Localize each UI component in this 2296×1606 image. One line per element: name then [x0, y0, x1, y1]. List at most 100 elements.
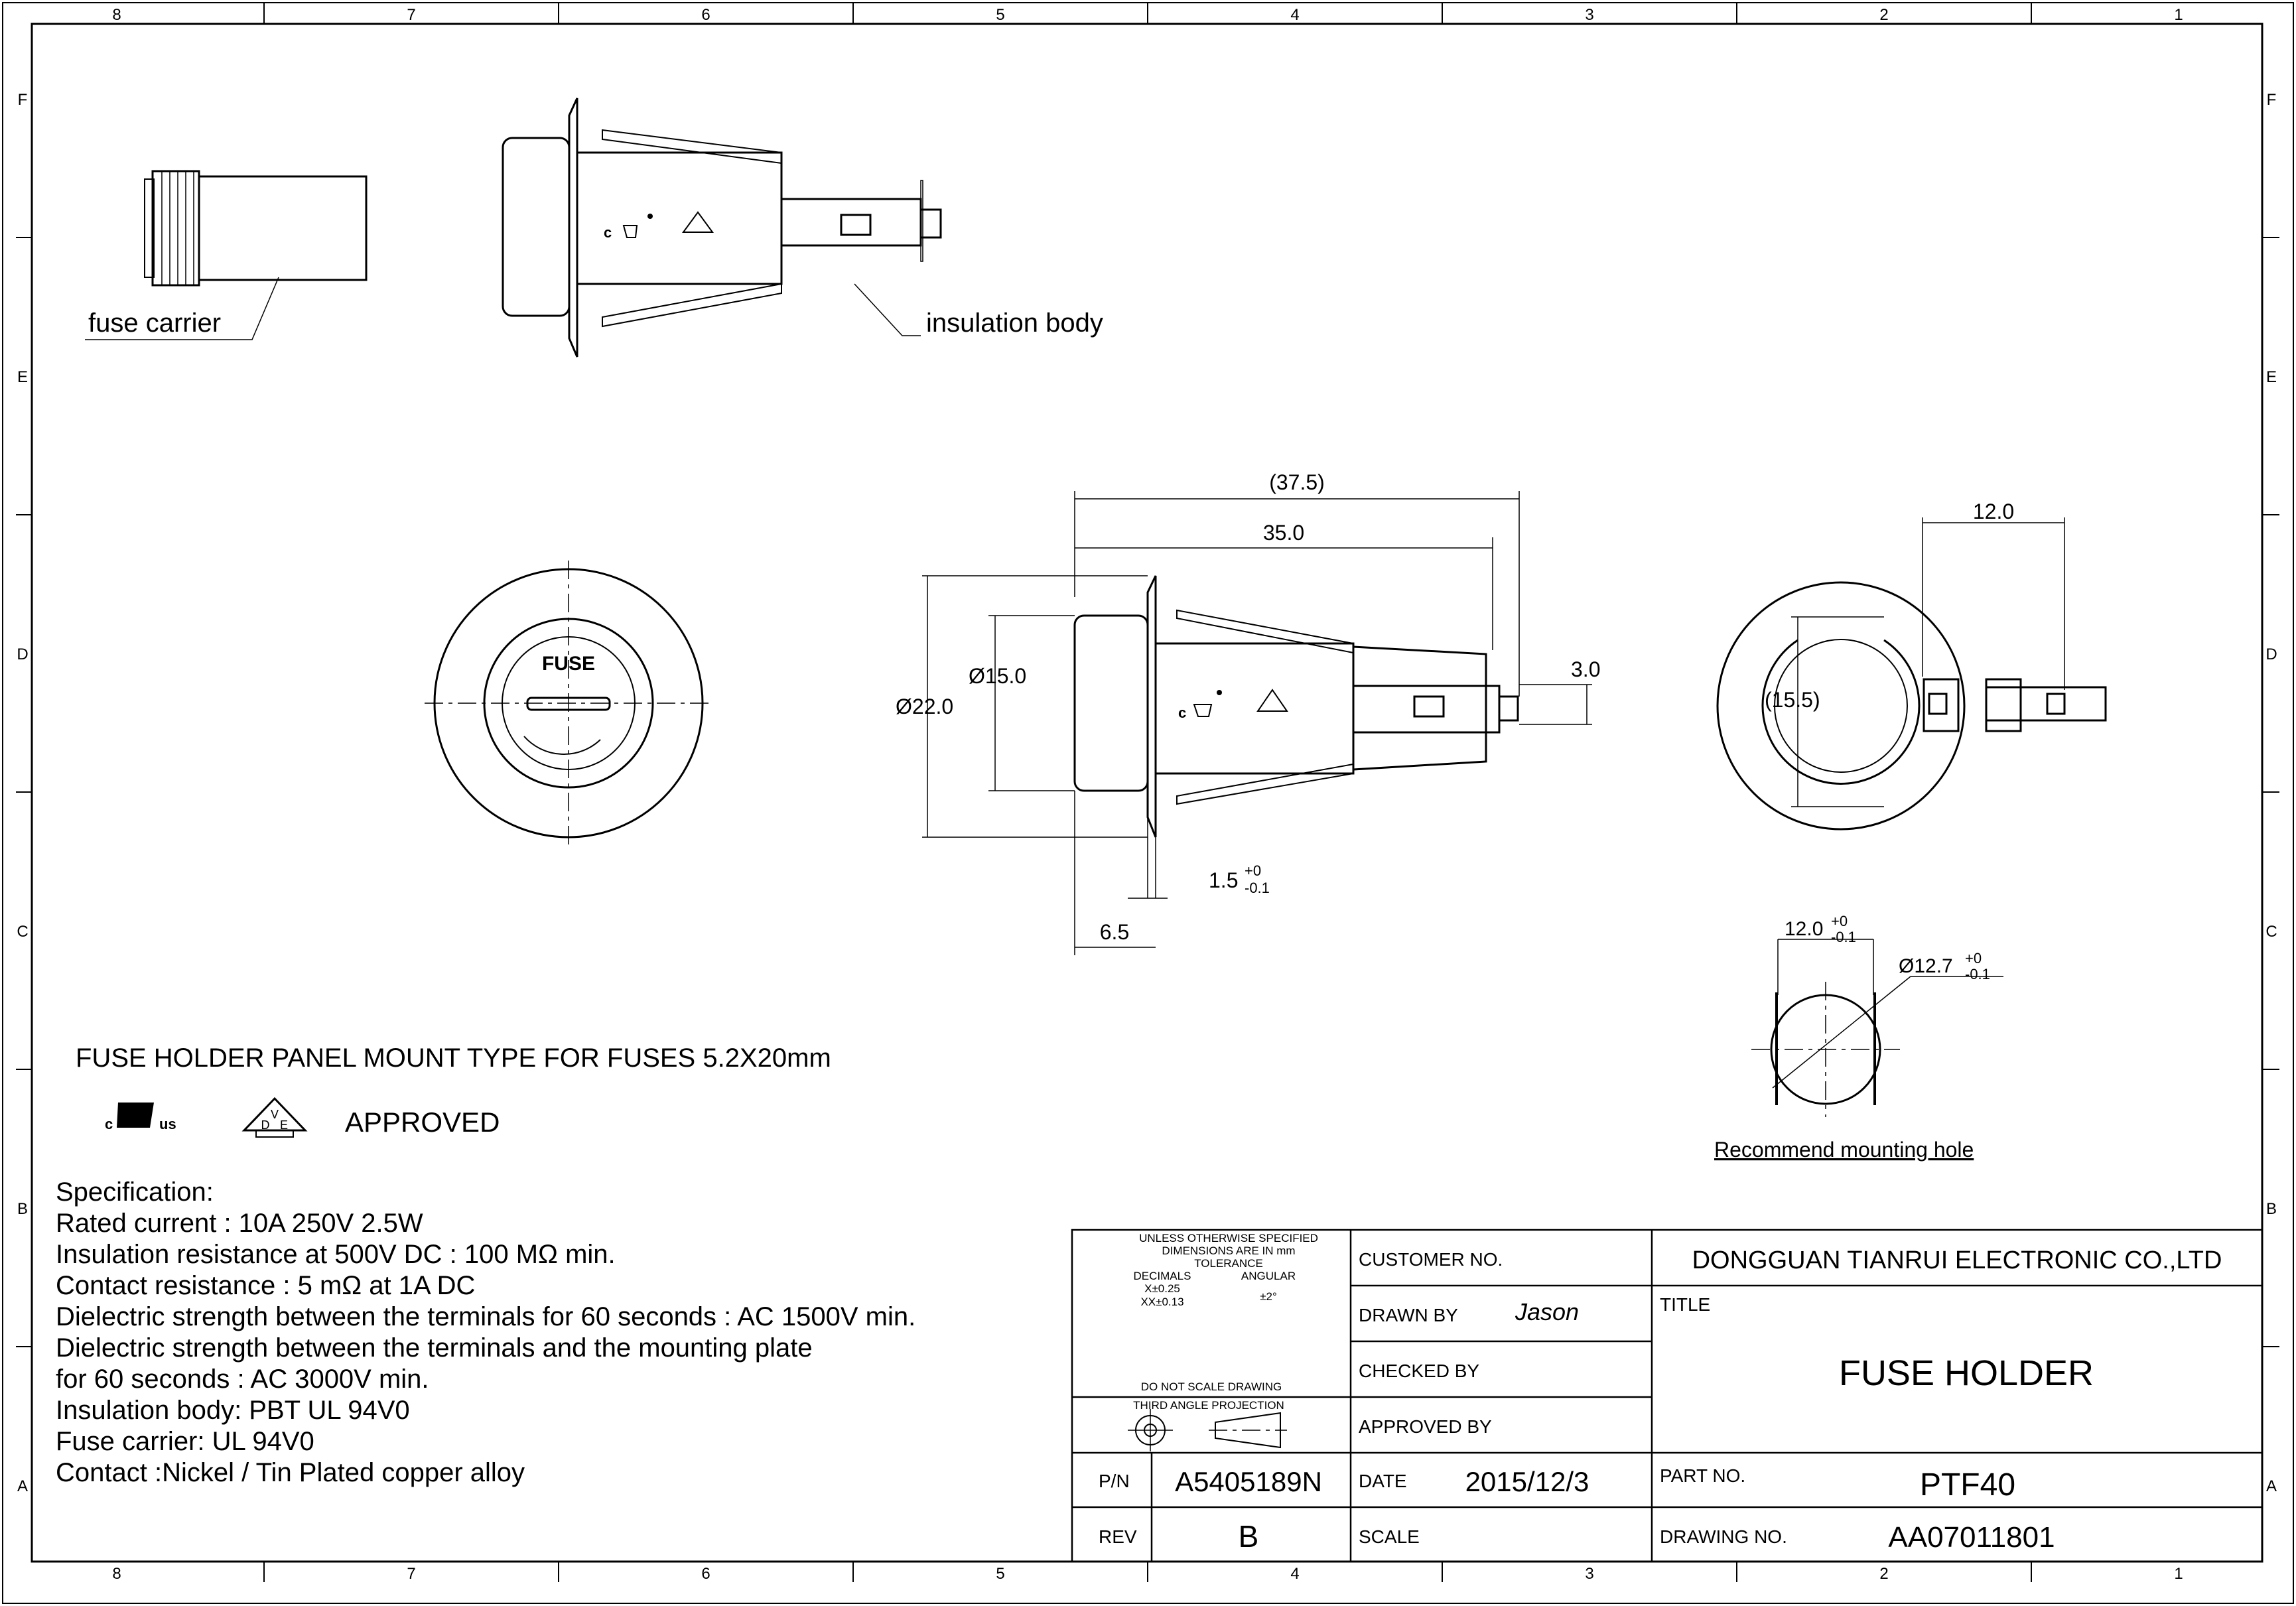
- col-label-4: 4: [1290, 6, 1299, 24]
- dim-overall-length: (37.5): [1269, 470, 1325, 494]
- ul-logo: c us: [105, 1103, 176, 1132]
- description-block: FUSE HOLDER PANEL MOUNT TYPE FOR FUSES 5…: [76, 1043, 831, 1138]
- col-label-8: 8: [112, 6, 121, 24]
- rev-value: B: [1239, 1519, 1259, 1554]
- dim-hole-flat-tol-upper: +0: [1831, 913, 1848, 929]
- row-label-e-right: E: [2266, 368, 2277, 386]
- spec-line-9: Contact :Nickel / Tin Plated copper allo…: [56, 1458, 525, 1487]
- col-label-1: 1: [2174, 6, 2183, 24]
- spec-line-6: for 60 seconds : AC 3000V min.: [56, 1365, 429, 1394]
- row-label-f-right: F: [2267, 91, 2277, 109]
- spec-line-1: Rated current : 10A 250V 2.5W: [56, 1209, 423, 1238]
- row-label-a-right: A: [2266, 1477, 2277, 1495]
- vde-letter-v: V: [271, 1108, 279, 1121]
- row-label-a: A: [17, 1477, 28, 1495]
- drawing-no-value: AA07011801: [1888, 1521, 2055, 1554]
- customer-no-label: CUSTOMER NO.: [1359, 1249, 1503, 1270]
- dim-body-length: 35.0: [1263, 521, 1304, 545]
- ul-logo-us: us: [159, 1116, 176, 1132]
- title-block: UNLESS OTHERWISE SPECIFIED DIMENSIONS AR…: [1071, 1229, 2263, 1563]
- dim-hole-flat-tol-lower: -0.1: [1831, 929, 1856, 945]
- col-label-1-bottom: 1: [2174, 1565, 2183, 1583]
- approved-by-label: APPROVED BY: [1359, 1416, 1492, 1437]
- tol-line-1: UNLESS OTHERWISE SPECIFIED: [1139, 1232, 1318, 1244]
- tol-angular-label: ANGULAR: [1241, 1270, 1296, 1282]
- front-cap-label: FUSE: [542, 653, 595, 675]
- row-label-e: E: [17, 368, 28, 386]
- part-no-label: PART NO.: [1660, 1465, 1745, 1486]
- row-label-d: D: [17, 645, 28, 663]
- ul-logo-c: c: [105, 1116, 113, 1132]
- tol-x: X±0.25: [1144, 1282, 1180, 1295]
- col-label-8-bottom: 8: [112, 1565, 121, 1583]
- dim-rear-height: (15.5): [1765, 688, 1820, 712]
- date-value: 2015/12/3: [1465, 1466, 1589, 1497]
- mounting-hole-view: 12.0 +0 -0.1 Ø12.7 +0 -0.1 Recommend mou…: [1714, 913, 2003, 1162]
- dim-hole-flat: 12.0: [1785, 918, 1823, 940]
- spec-line-4: Dielectric strength between the terminal…: [56, 1302, 915, 1331]
- front-view: FUSE: [425, 561, 712, 846]
- hole-caption: Recommend mounting hole: [1714, 1138, 1974, 1162]
- projection-label: THIRD ANGLE PROJECTION: [1133, 1399, 1284, 1412]
- col-label-3: 3: [1585, 6, 1593, 24]
- rev-label: REV: [1099, 1526, 1137, 1547]
- ul-mark-side-top: c: [604, 224, 612, 241]
- tol-decimals-label: DECIMALS: [1134, 1270, 1191, 1282]
- scale-label: SCALE: [1359, 1526, 1420, 1547]
- row-label-c: C: [17, 923, 28, 941]
- side-view-top: c insulation body: [502, 98, 1103, 358]
- row-label-f: F: [18, 91, 28, 109]
- spec-title: Specification:: [56, 1177, 214, 1207]
- fuse-carrier-callout: fuse carrier: [88, 308, 221, 338]
- col-label-2: 2: [1879, 6, 1888, 24]
- ul-mark-main: c: [1178, 704, 1186, 721]
- specification-block: Specification: Rated current : 10A 250V …: [56, 1177, 915, 1487]
- col-label-4-bottom: 4: [1290, 1565, 1299, 1583]
- row-label-b-right: B: [2266, 1200, 2277, 1218]
- col-label-5: 5: [996, 6, 1004, 24]
- drawn-by-value: Jason: [1515, 1298, 1579, 1325]
- col-label-6: 6: [701, 6, 710, 24]
- title-label: TITLE: [1660, 1294, 1710, 1315]
- spec-line-5: Dielectric strength between the terminal…: [56, 1333, 813, 1363]
- third-angle-projection-symbol: [1128, 1409, 1287, 1451]
- row-label-b: B: [17, 1200, 28, 1218]
- col-label-3-bottom: 3: [1585, 1565, 1593, 1583]
- tol-line-3: TOLERANCE: [1194, 1257, 1263, 1270]
- fuse-carrier-view: fuse carrier: [85, 170, 368, 340]
- drawing-no-label: DRAWING NO.: [1660, 1526, 1787, 1547]
- row-label-d-right: D: [2265, 645, 2277, 663]
- col-label-6-bottom: 6: [701, 1565, 710, 1583]
- row-label-c-right: C: [2265, 923, 2277, 941]
- spec-line-3: Contact resistance : 5 mΩ at 1A DC: [56, 1271, 475, 1300]
- col-label-5-bottom: 5: [996, 1565, 1004, 1583]
- company-name: DONGGUAN TIANRUI ELECTRONIC CO.,LTD: [1692, 1246, 2222, 1274]
- main-side-view: c (37.5) 35.0 Ø22.0 Ø15.0 3.0 1.5 +0 -0.…: [896, 470, 1600, 955]
- dim-flange-dia: Ø22.0: [896, 695, 953, 718]
- dim-hole-dia: Ø12.7: [1899, 955, 1953, 977]
- dim-flange-thickness: 1.5: [1209, 868, 1238, 892]
- tol-line-2: DIMENSIONS ARE IN mm: [1162, 1244, 1295, 1257]
- dim-terminal: 3.0: [1571, 657, 1600, 681]
- checked-by-label: CHECKED BY: [1359, 1361, 1479, 1381]
- dim-cap-depth: 6.5: [1100, 920, 1129, 944]
- spec-line-7: Insulation body: PBT UL 94V0: [56, 1396, 410, 1425]
- dim-hole-dia-tol-lower: -0.1: [1965, 966, 1990, 982]
- title-value: FUSE HOLDER: [1839, 1353, 2094, 1393]
- part-no-value: PTF40: [1920, 1467, 2015, 1503]
- spec-line-2: Insulation resistance at 500V DC : 100 M…: [56, 1240, 616, 1269]
- description-heading: FUSE HOLDER PANEL MOUNT TYPE FOR FUSES 5…: [76, 1043, 831, 1073]
- tol-note: DO NOT SCALE DRAWING: [1141, 1380, 1282, 1393]
- vde-letter-d: D: [261, 1118, 270, 1132]
- pn-value: A5405189N: [1175, 1466, 1322, 1497]
- insulation-body-callout: insulation body: [926, 308, 1103, 338]
- rear-view: 12.0 (15.5): [1716, 500, 2107, 831]
- col-label-7: 7: [407, 6, 415, 24]
- tol-angular: ±2°: [1260, 1290, 1277, 1303]
- pn-label: P/N: [1099, 1471, 1130, 1491]
- dim-cap-dia: Ø15.0: [969, 664, 1026, 688]
- dim-flange-tol-lower: -0.1: [1245, 880, 1270, 896]
- approved-label: APPROVED: [345, 1106, 500, 1138]
- drawn-by-label: DRAWN BY: [1359, 1305, 1458, 1325]
